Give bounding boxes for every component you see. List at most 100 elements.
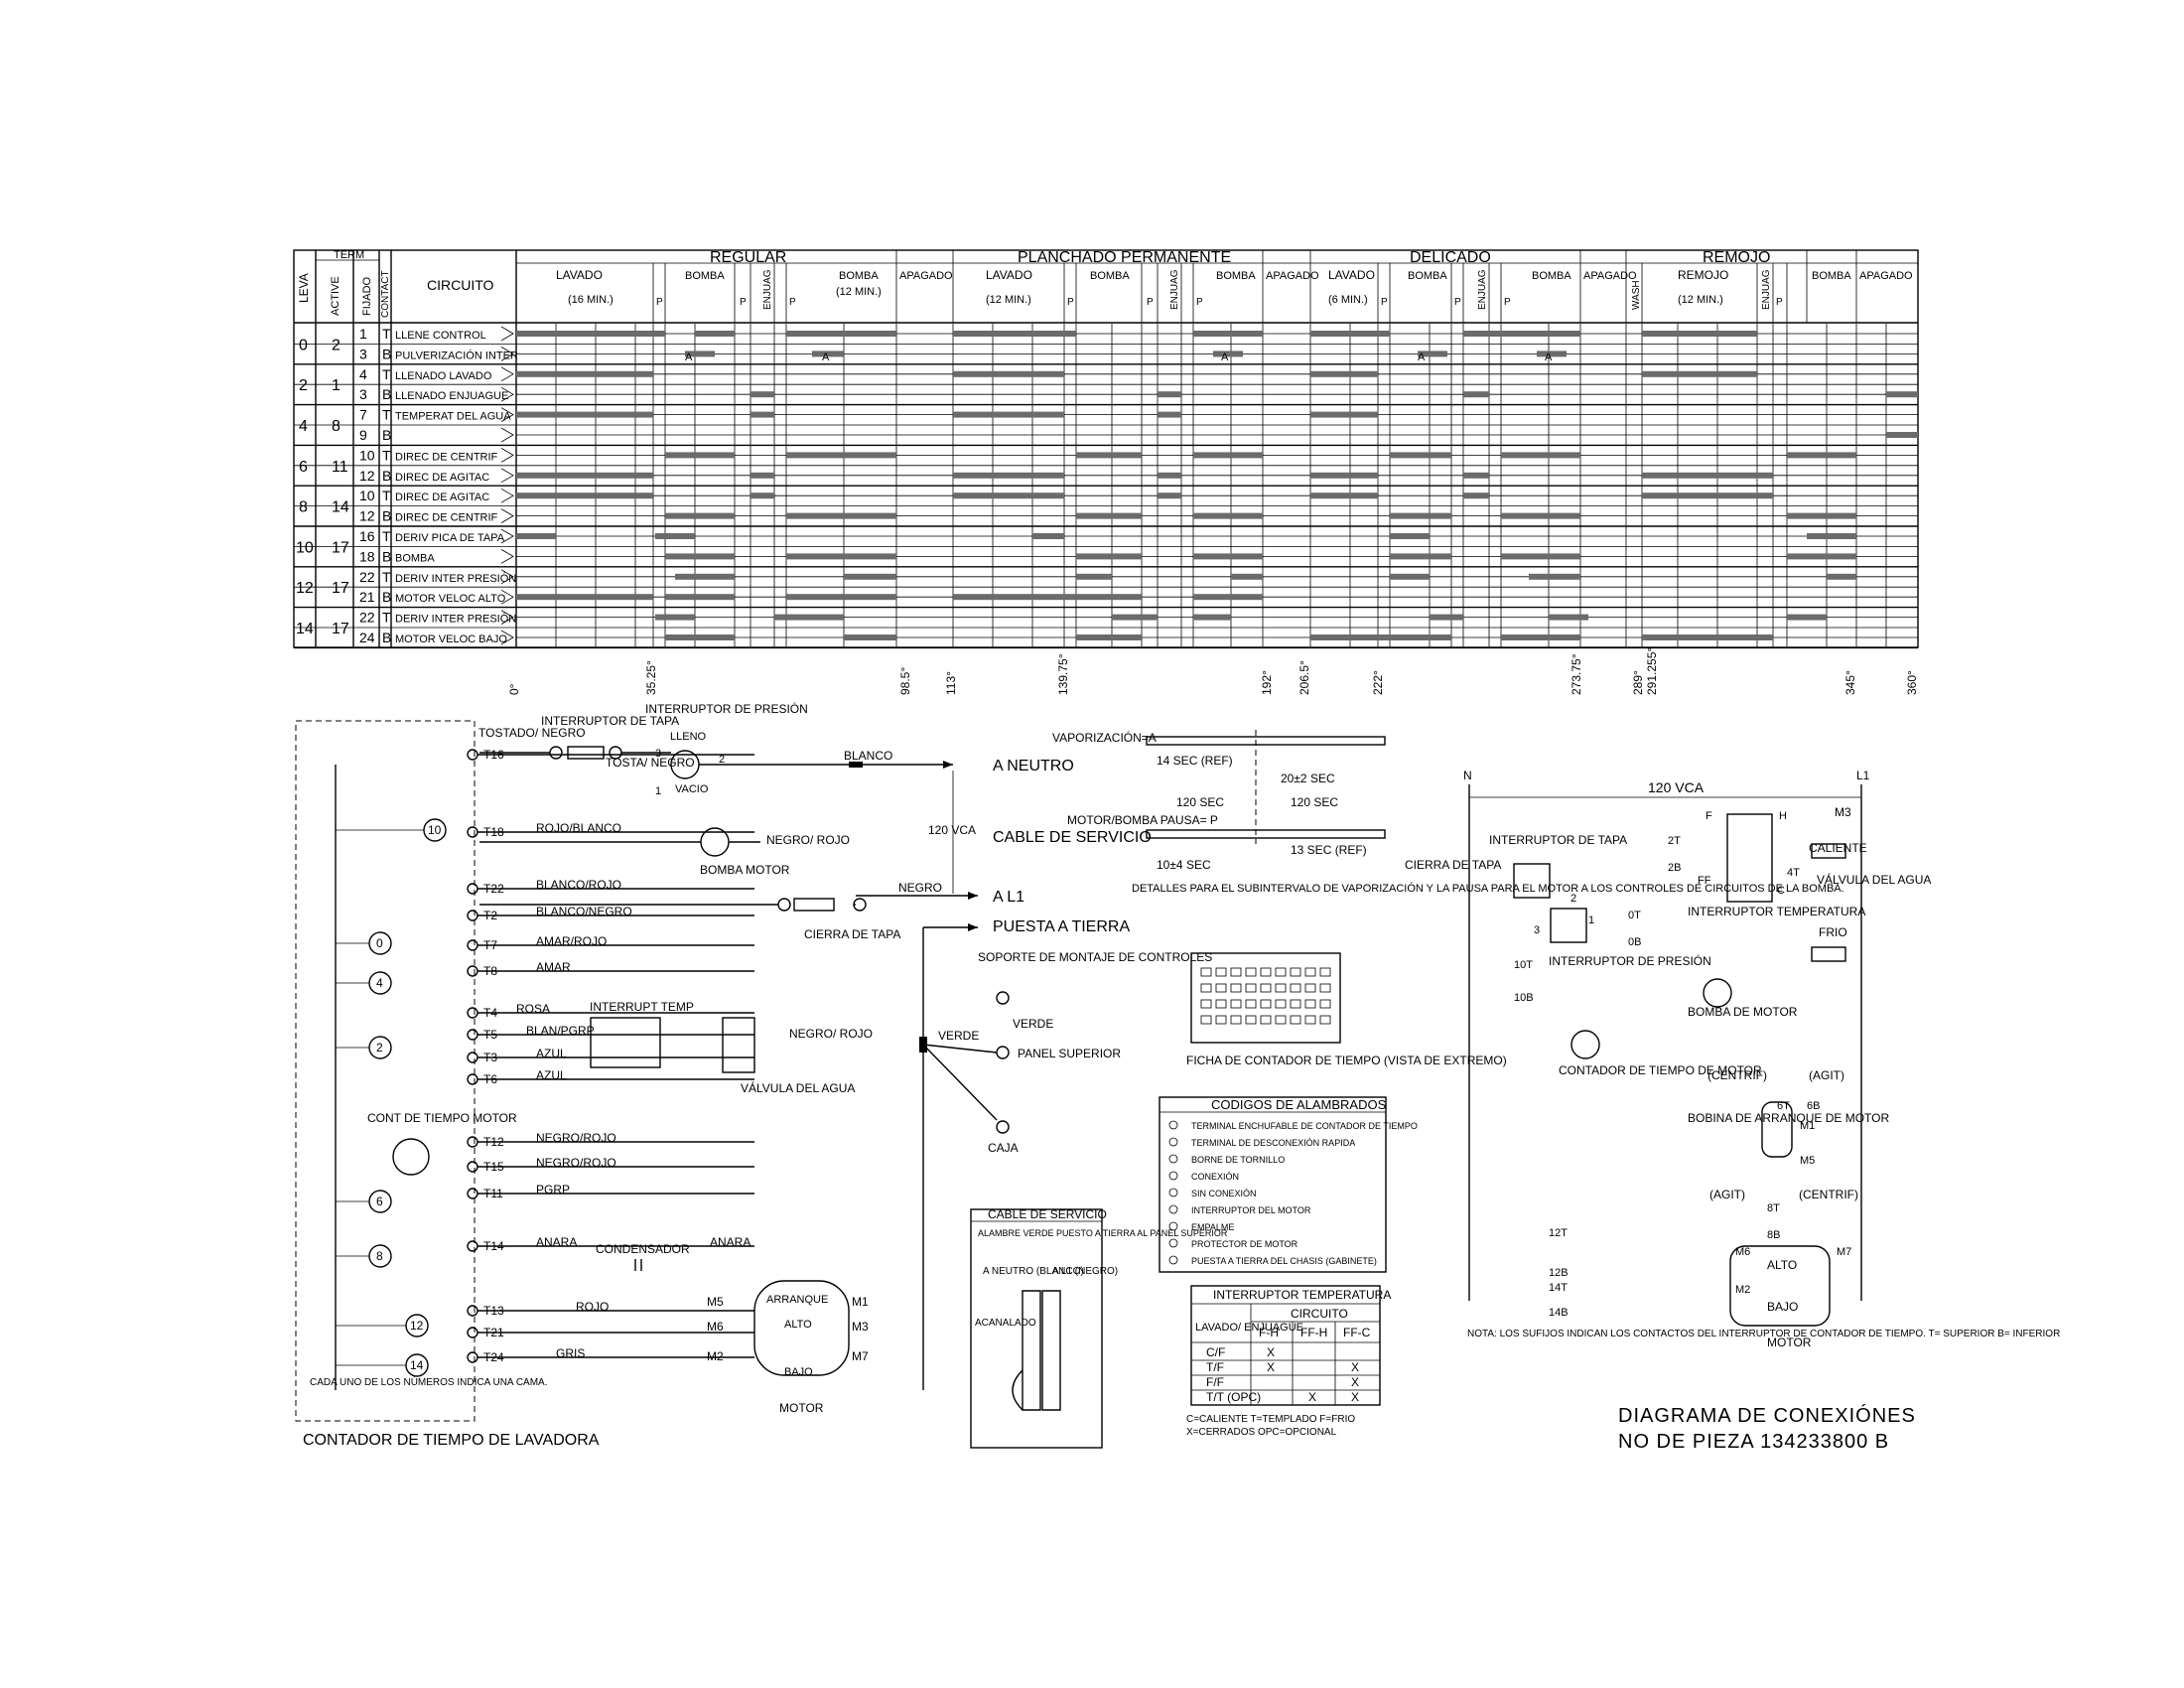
- row-tab: [500, 347, 514, 361]
- phase-duration: (16 MIN.): [568, 294, 614, 306]
- code-symbol: [1168, 1221, 1178, 1231]
- chart-bar: [1787, 614, 1827, 621]
- codes-table: CODIGOS DE ALAMBRADOS TERMINAL ENCHUFABL…: [1159, 1096, 1418, 1273]
- phase-duration: (12 MIN.): [836, 286, 882, 298]
- degree-label: 206.5°: [1297, 660, 1311, 695]
- chart-contact: T: [382, 407, 391, 423]
- chart-fijado: 1: [359, 326, 367, 342]
- ladder-interruptor-tapa: INTERRUPTOR DE TAPA: [1489, 833, 1627, 847]
- wire-label: ANARA: [710, 1235, 751, 1249]
- row-tab: [500, 630, 514, 645]
- wire-label: ANARA: [536, 1235, 577, 1249]
- phase-bomba: BOMBA: [1408, 270, 1447, 282]
- ladder-m3: M3: [1835, 805, 1851, 819]
- ladder-agit-2: (AGIT): [1809, 1068, 1844, 1082]
- ladder-caliente: CALIENTE: [1809, 841, 1867, 855]
- ficha-cell: [1290, 1015, 1301, 1025]
- ladder-terminal: 2: [1570, 893, 1576, 905]
- phase-bomba: BOMBA: [1812, 270, 1851, 282]
- code-item: BORNE DE TORNILLO: [1191, 1155, 1285, 1165]
- chart-bar: [1076, 634, 1142, 640]
- ficha-cell: [1290, 967, 1301, 977]
- chart-active: 17: [332, 621, 349, 637]
- ficha-cell: [1200, 983, 1212, 993]
- timer-terminal: [467, 1161, 478, 1173]
- label-soporte: SOPORTE DE MONTAJE DE CONTROLES: [978, 950, 1212, 964]
- timer-terminal: [467, 1136, 478, 1148]
- phase-wash: WASH: [1631, 280, 1642, 310]
- ladder-bobina: BOBINA DE ARRANQUE DE MOTOR: [1688, 1111, 1889, 1125]
- chart-bar: [1158, 472, 1181, 479]
- degree-label: 0°: [507, 683, 521, 695]
- ficha-cell: [1304, 1015, 1316, 1025]
- code-item: EMPALME: [1191, 1222, 1234, 1232]
- ladder-terminal: 10T: [1514, 959, 1533, 971]
- ficha-cell: [1215, 967, 1227, 977]
- ladder-terminal: 0B: [1628, 936, 1641, 948]
- phase-apagado: APAGADO: [1859, 270, 1913, 282]
- chart-leva: 6: [299, 459, 308, 476]
- chart-fijado: 24: [359, 630, 375, 645]
- header-fijado: FIJADO: [361, 276, 373, 316]
- wire-label: ROJO: [576, 1300, 609, 1314]
- label-panel-superior: PANEL SUPERIOR: [1018, 1047, 1121, 1060]
- ladder-alto: ALTO: [1767, 1258, 1797, 1272]
- chart-circuit: MOTOR VELOC ALTO: [395, 593, 506, 605]
- chart-fijado: 3: [359, 346, 367, 361]
- chart-contact: T: [382, 326, 391, 342]
- temp-legend1: C=CALIENTE T=TEMPLADO F=FRIO: [1186, 1414, 1355, 1425]
- ficha-cell: [1215, 1015, 1227, 1025]
- chart-bar: [1549, 614, 1588, 621]
- wire-label: PGRP: [536, 1183, 570, 1196]
- chart-bar: [1310, 472, 1378, 479]
- ficha-cell: [1290, 983, 1301, 993]
- chart-bar: [1886, 391, 1918, 398]
- wire-label: NEGRO/ROJO: [536, 1156, 616, 1170]
- ficha-cell: [1319, 1015, 1331, 1025]
- ladder-cierra-tapa: CIERRA DE TAPA: [1405, 858, 1501, 872]
- ficha-cell: [1275, 967, 1287, 977]
- temp-table: INTERRUPTOR TEMPERATURA CIRCUITO LAVADO/…: [1186, 1285, 1391, 1438]
- code-item: SIN CONEXIÓN: [1191, 1189, 1257, 1198]
- chart-bar: [1787, 452, 1856, 459]
- wire-label: ROJO/BLANCO: [536, 821, 621, 835]
- chart-fijado: 9: [359, 427, 367, 443]
- chart-bar: [1529, 573, 1580, 580]
- service-title: CABLE DE SERVICIO: [988, 1207, 1107, 1221]
- wire-label: AZUL: [536, 1068, 567, 1082]
- chart-bar: [1213, 351, 1243, 357]
- ladder-terminal: M6: [1735, 1246, 1750, 1258]
- label-interruptor-tapa: INTERRUPTOR DE TAPA: [541, 714, 679, 728]
- chart-bar: [844, 573, 896, 580]
- cam-number: 4: [376, 976, 383, 990]
- chart-bar: [1193, 452, 1263, 459]
- ladder-contador: CONTADOR DE TIEMPO DE MOTOR: [1559, 1063, 1762, 1077]
- ladder-terminal: 2B: [1668, 862, 1681, 874]
- timer-terminal: [467, 965, 478, 977]
- chart-fijado: 4: [359, 366, 367, 382]
- group-planchado: PLANCHADO PERMANENTE: [1018, 249, 1231, 266]
- chart-fijado: 3: [359, 386, 367, 402]
- chart-circuit: DIREC DE CENTRIF: [395, 451, 498, 463]
- degree-label: 222°: [1371, 670, 1385, 695]
- ladder-terminal: C: [1777, 885, 1785, 897]
- code-item: PROTECTOR DE MOTOR: [1191, 1239, 1298, 1249]
- header-leva: LEVA: [297, 273, 311, 303]
- ficha-cell: [1245, 1015, 1257, 1025]
- timing-vaporizacion: VAPORIZACIÓN=A: [1052, 730, 1157, 745]
- ladder-terminal: 2T: [1668, 835, 1681, 847]
- label-caja: CAJA: [988, 1141, 1019, 1155]
- chart-circuit: DIREC DE CENTRIF: [395, 512, 498, 524]
- label-cont-tiempo-motor: CONT DE TIEMPO MOTOR: [367, 1111, 517, 1125]
- chart-active: 14: [332, 499, 349, 516]
- chart-bar: [516, 331, 665, 337]
- ladder-terminal: 10B: [1514, 992, 1534, 1004]
- code-item: CONEXIÓN: [1191, 1172, 1239, 1182]
- wire-label: BLANCO/ROJO: [536, 878, 621, 892]
- ficha-cell: [1245, 983, 1257, 993]
- ficha-cell: [1245, 999, 1257, 1009]
- ficha-cell: [1319, 983, 1331, 993]
- chart-leva: 0: [299, 337, 308, 353]
- title-line2: NO DE PIEZA 134233800 B: [1618, 1431, 1889, 1453]
- chart-bar: [953, 411, 1064, 418]
